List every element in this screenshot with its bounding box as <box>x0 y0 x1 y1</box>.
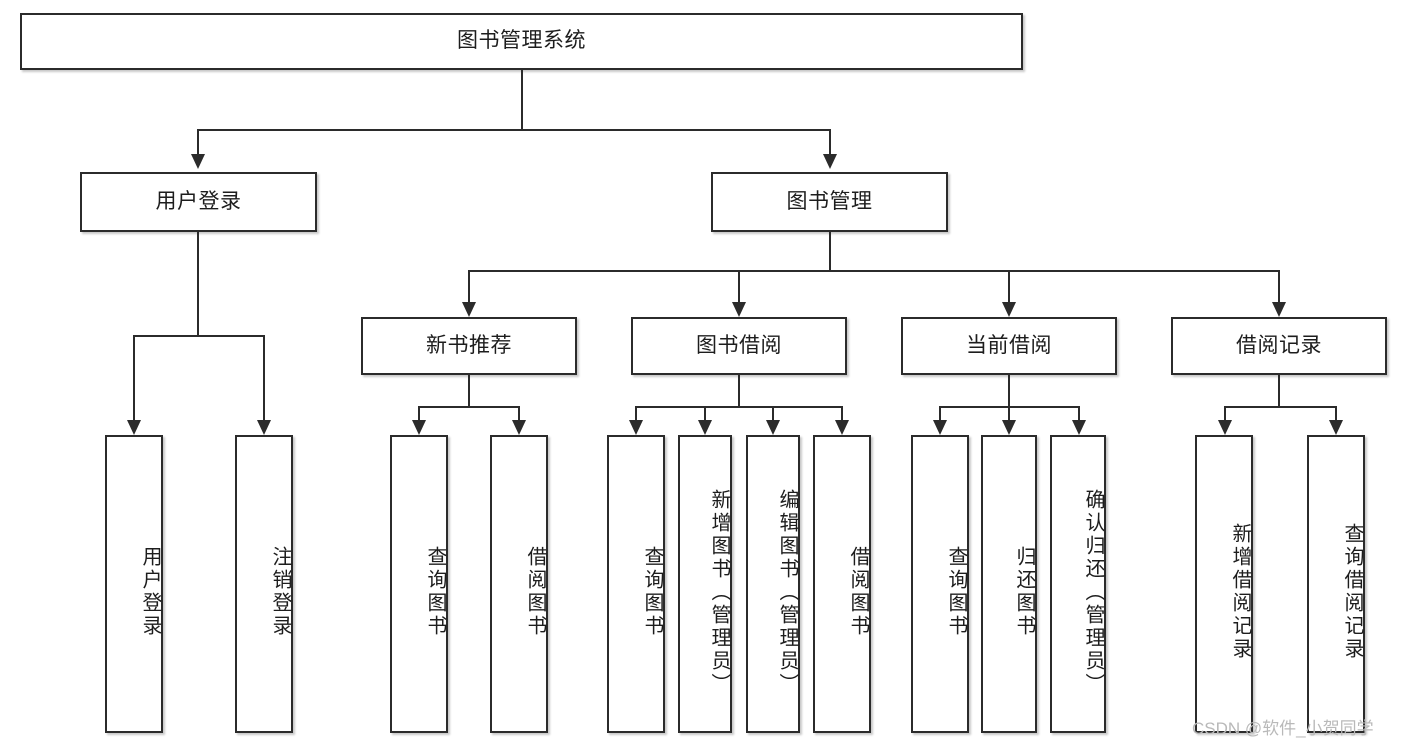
arrowhead-leaf-query-book-recommend <box>412 420 426 435</box>
node-label: 用户登录 <box>155 189 242 213</box>
leaf-query-book-borrow[interactable]: 查询图书 <box>607 435 665 733</box>
connector-book-borrow-drop-4 <box>841 406 843 420</box>
leaf-label: 借阅图书 <box>524 546 546 638</box>
connector-user-login-drop-2 <box>263 335 265 420</box>
arrowhead-leaf-confirm-return-admin <box>1072 420 1086 435</box>
leaf-borrow-book-recommend[interactable]: 借阅图书 <box>490 435 548 733</box>
leaf-label: 归还图书 <box>1013 546 1035 638</box>
node-current-borrow[interactable]: 当前借阅 <box>901 317 1117 375</box>
leaf-label: 注销登录 <box>269 546 291 638</box>
connector-book-management-stem <box>829 232 831 271</box>
connector-to-book-management <box>829 129 831 154</box>
connector-borrow-records-drop-1 <box>1224 406 1226 420</box>
leaf-user-login[interactable]: 用户登录 <box>105 435 163 733</box>
arrowhead-leaf-return-book <box>1002 420 1016 435</box>
leaf-label: 新增图书（管理员） <box>708 488 730 696</box>
connector-level2-bus <box>197 129 831 131</box>
node-label: 借阅记录 <box>1236 333 1322 357</box>
leaf-label: 查询图书 <box>641 546 663 638</box>
connector-level3-drop-4 <box>1278 270 1280 302</box>
arrowhead-leaf-edit-book-admin <box>766 420 780 435</box>
arrowhead-to-user-login <box>191 154 205 169</box>
arrowhead-node-new-book-recommend <box>462 302 476 317</box>
arrowhead-leaf-borrow-book <box>835 420 849 435</box>
arrowhead-node-borrow-records <box>1272 302 1286 317</box>
node-new-book-recommend[interactable]: 新书推荐 <box>361 317 577 375</box>
arrowhead-leaf-borrow-book-recommend <box>512 420 526 435</box>
leaf-label: 查询图书 <box>945 546 967 638</box>
connector-borrow-records-bus <box>1224 406 1336 408</box>
leaf-edit-book-admin[interactable]: 编辑图书（管理员） <box>746 435 800 733</box>
node-user-login[interactable]: 用户登录 <box>80 172 317 232</box>
leaf-label: 查询借阅记录 <box>1341 523 1363 661</box>
node-book-borrow[interactable]: 图书借阅 <box>631 317 847 375</box>
leaf-return-book[interactable]: 归还图书 <box>981 435 1037 733</box>
connector-new-book-stem <box>468 375 470 407</box>
arrowhead-leaf-query-book-borrow <box>629 420 643 435</box>
leaf-label: 用户登录 <box>139 546 161 638</box>
node-library-management-system[interactable]: 图书管理系统 <box>20 13 1023 70</box>
node-borrow-records[interactable]: 借阅记录 <box>1171 317 1387 375</box>
leaf-add-borrow-record[interactable]: 新增借阅记录 <box>1195 435 1253 733</box>
arrowhead-leaf-query-book-current <box>933 420 947 435</box>
connector-current-borrow-drop-1 <box>939 406 941 420</box>
connector-level3-bus <box>468 270 1280 272</box>
leaf-query-borrow-record[interactable]: 查询借阅记录 <box>1307 435 1365 733</box>
leaf-label: 借阅图书 <box>847 546 869 638</box>
arrowhead-leaf-add-borrow-record <box>1218 420 1232 435</box>
connector-level3-drop-3 <box>1008 270 1010 302</box>
node-label: 图书借阅 <box>696 333 782 357</box>
leaf-label: 查询图书 <box>424 546 446 638</box>
csdn-watermark: CSDN @软件_小贺同学 <box>1192 719 1374 738</box>
connector-level3-drop-1 <box>468 270 470 302</box>
node-label: 图书管理系统 <box>457 29 586 53</box>
connector-book-borrow-stem <box>738 375 740 407</box>
leaf-label: 编辑图书（管理员） <box>776 488 798 696</box>
arrowhead-node-current-borrow <box>1002 302 1016 317</box>
connector-to-user-login <box>197 129 199 154</box>
connector-book-borrow-drop-3 <box>772 406 774 420</box>
arrowhead-leaf-add-book-admin <box>698 420 712 435</box>
connector-book-borrow-drop-2 <box>704 406 706 420</box>
leaf-label: 新增借阅记录 <box>1229 523 1251 661</box>
node-label: 当前借阅 <box>966 333 1052 357</box>
connector-current-borrow-drop-2 <box>1008 406 1010 420</box>
arrowhead-leaf-query-borrow-record <box>1329 420 1343 435</box>
leaf-add-book-admin[interactable]: 新增图书（管理员） <box>678 435 732 733</box>
node-book-management[interactable]: 图书管理 <box>711 172 948 232</box>
connector-borrow-records-drop-2 <box>1335 406 1337 420</box>
leaf-confirm-return-admin[interactable]: 确认归还（管理员） <box>1050 435 1106 733</box>
connector-root-stem <box>521 70 523 130</box>
node-label: 图书管理 <box>786 189 873 213</box>
leaf-query-book-recommend[interactable]: 查询图书 <box>390 435 448 733</box>
connector-book-borrow-bus <box>635 406 843 408</box>
connector-user-login-drop-1 <box>133 335 135 420</box>
connector-user-login-stem <box>197 232 199 336</box>
node-label: 新书推荐 <box>426 333 512 357</box>
arrowhead-leaf-user-login <box>127 420 141 435</box>
leaf-query-book-current[interactable]: 查询图书 <box>911 435 969 733</box>
connector-borrow-records-stem <box>1278 375 1280 407</box>
connector-new-book-drop-2 <box>518 406 520 420</box>
arrowhead-leaf-user-logout <box>257 420 271 435</box>
connector-new-book-drop-1 <box>418 406 420 420</box>
connector-current-borrow-stem <box>1008 375 1010 407</box>
leaf-label: 确认归还（管理员） <box>1082 488 1104 696</box>
arrowhead-to-book-management <box>823 154 837 169</box>
leaf-borrow-book[interactable]: 借阅图书 <box>813 435 871 733</box>
leaf-user-logout[interactable]: 注销登录 <box>235 435 293 733</box>
connector-new-book-bus <box>418 406 519 408</box>
connector-current-borrow-drop-3 <box>1078 406 1080 420</box>
connector-level3-drop-2 <box>738 270 740 302</box>
connector-user-login-bus <box>133 335 264 337</box>
connector-book-borrow-drop-1 <box>635 406 637 420</box>
arrowhead-node-book-borrow <box>732 302 746 317</box>
